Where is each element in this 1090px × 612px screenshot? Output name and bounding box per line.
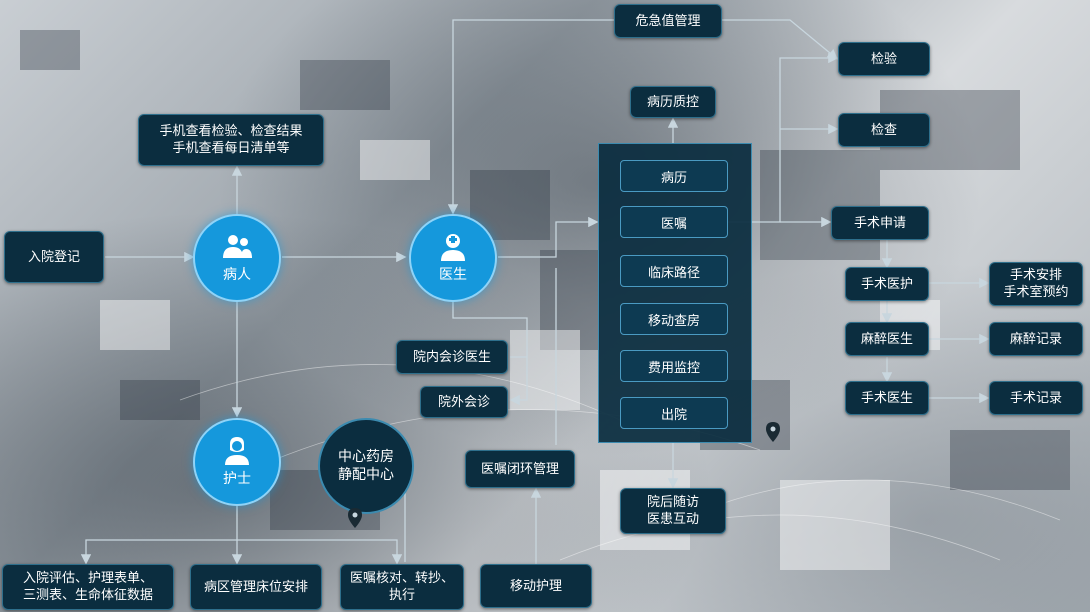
mobile-view-box[interactable]: 手机查看检验、检查结果 手机查看每日清单等 <box>138 114 324 166</box>
surgeon-box[interactable]: 手术医生 <box>845 381 929 415</box>
ward-bed-box[interactable]: 病区管理床位安排 <box>190 564 322 610</box>
critical-value-box[interactable]: 危急值管理 <box>614 4 722 38</box>
mobile-nursing-box[interactable]: 移动护理 <box>480 564 592 608</box>
panel-item-mobile-rounds[interactable]: 移动查房 <box>620 303 728 335</box>
nurse-icon <box>225 437 249 465</box>
nurse-node[interactable]: 护士 <box>193 418 281 506</box>
doctor-icon <box>441 234 465 261</box>
doctor-workstation-panel <box>598 143 752 443</box>
panel-item-discharge[interactable]: 出院 <box>620 397 728 429</box>
map-pin-icon <box>766 422 780 442</box>
anesthetist-box[interactable]: 麻醉医生 <box>845 322 929 356</box>
map-pin-icon <box>348 508 362 528</box>
surgery-apply-box[interactable]: 手术申请 <box>831 206 929 240</box>
panel-item-clinical-path[interactable]: 临床路径 <box>620 255 728 287</box>
lab-test-box[interactable]: 检验 <box>838 42 930 76</box>
surgery-care-box[interactable]: 手术医护 <box>845 267 929 301</box>
surgery-record-box[interactable]: 手术记录 <box>989 381 1083 415</box>
anesthesia-record-box[interactable]: 麻醉记录 <box>989 322 1083 356</box>
panel-item-medical-record[interactable]: 病历 <box>620 160 728 192</box>
nurse-assess-box[interactable]: 入院评估、护理表单、 三测表、生命体征数据 <box>2 564 174 610</box>
followup-box[interactable]: 院后随访 医患互动 <box>620 488 726 534</box>
group-people-icon <box>223 235 252 258</box>
order-check-box[interactable]: 医嘱核对、转抄、 执行 <box>340 564 464 610</box>
record-quality-box[interactable]: 病历质控 <box>630 86 716 118</box>
panel-item-cost-monitor[interactable]: 费用监控 <box>620 350 728 382</box>
surgery-schedule-box[interactable]: 手术安排 手术室预约 <box>989 262 1083 306</box>
pharmacy-node[interactable]: 中心药房 静配中心 <box>318 418 414 514</box>
doctor-label: 医生 <box>439 267 467 283</box>
admission-box[interactable]: 入院登记 <box>4 231 104 283</box>
inner-consult-box[interactable]: 院内会诊医生 <box>396 340 508 374</box>
patient-node[interactable]: 病人 <box>193 214 281 302</box>
exam-box[interactable]: 检查 <box>838 113 930 147</box>
patient-label: 病人 <box>223 267 251 283</box>
doctor-node[interactable]: 医生 <box>409 214 497 302</box>
outer-consult-box[interactable]: 院外会诊 <box>420 386 508 418</box>
nurse-label: 护士 <box>223 471 251 487</box>
order-loop-box[interactable]: 医嘱闭环管理 <box>465 450 575 488</box>
panel-item-order[interactable]: 医嘱 <box>620 206 728 238</box>
